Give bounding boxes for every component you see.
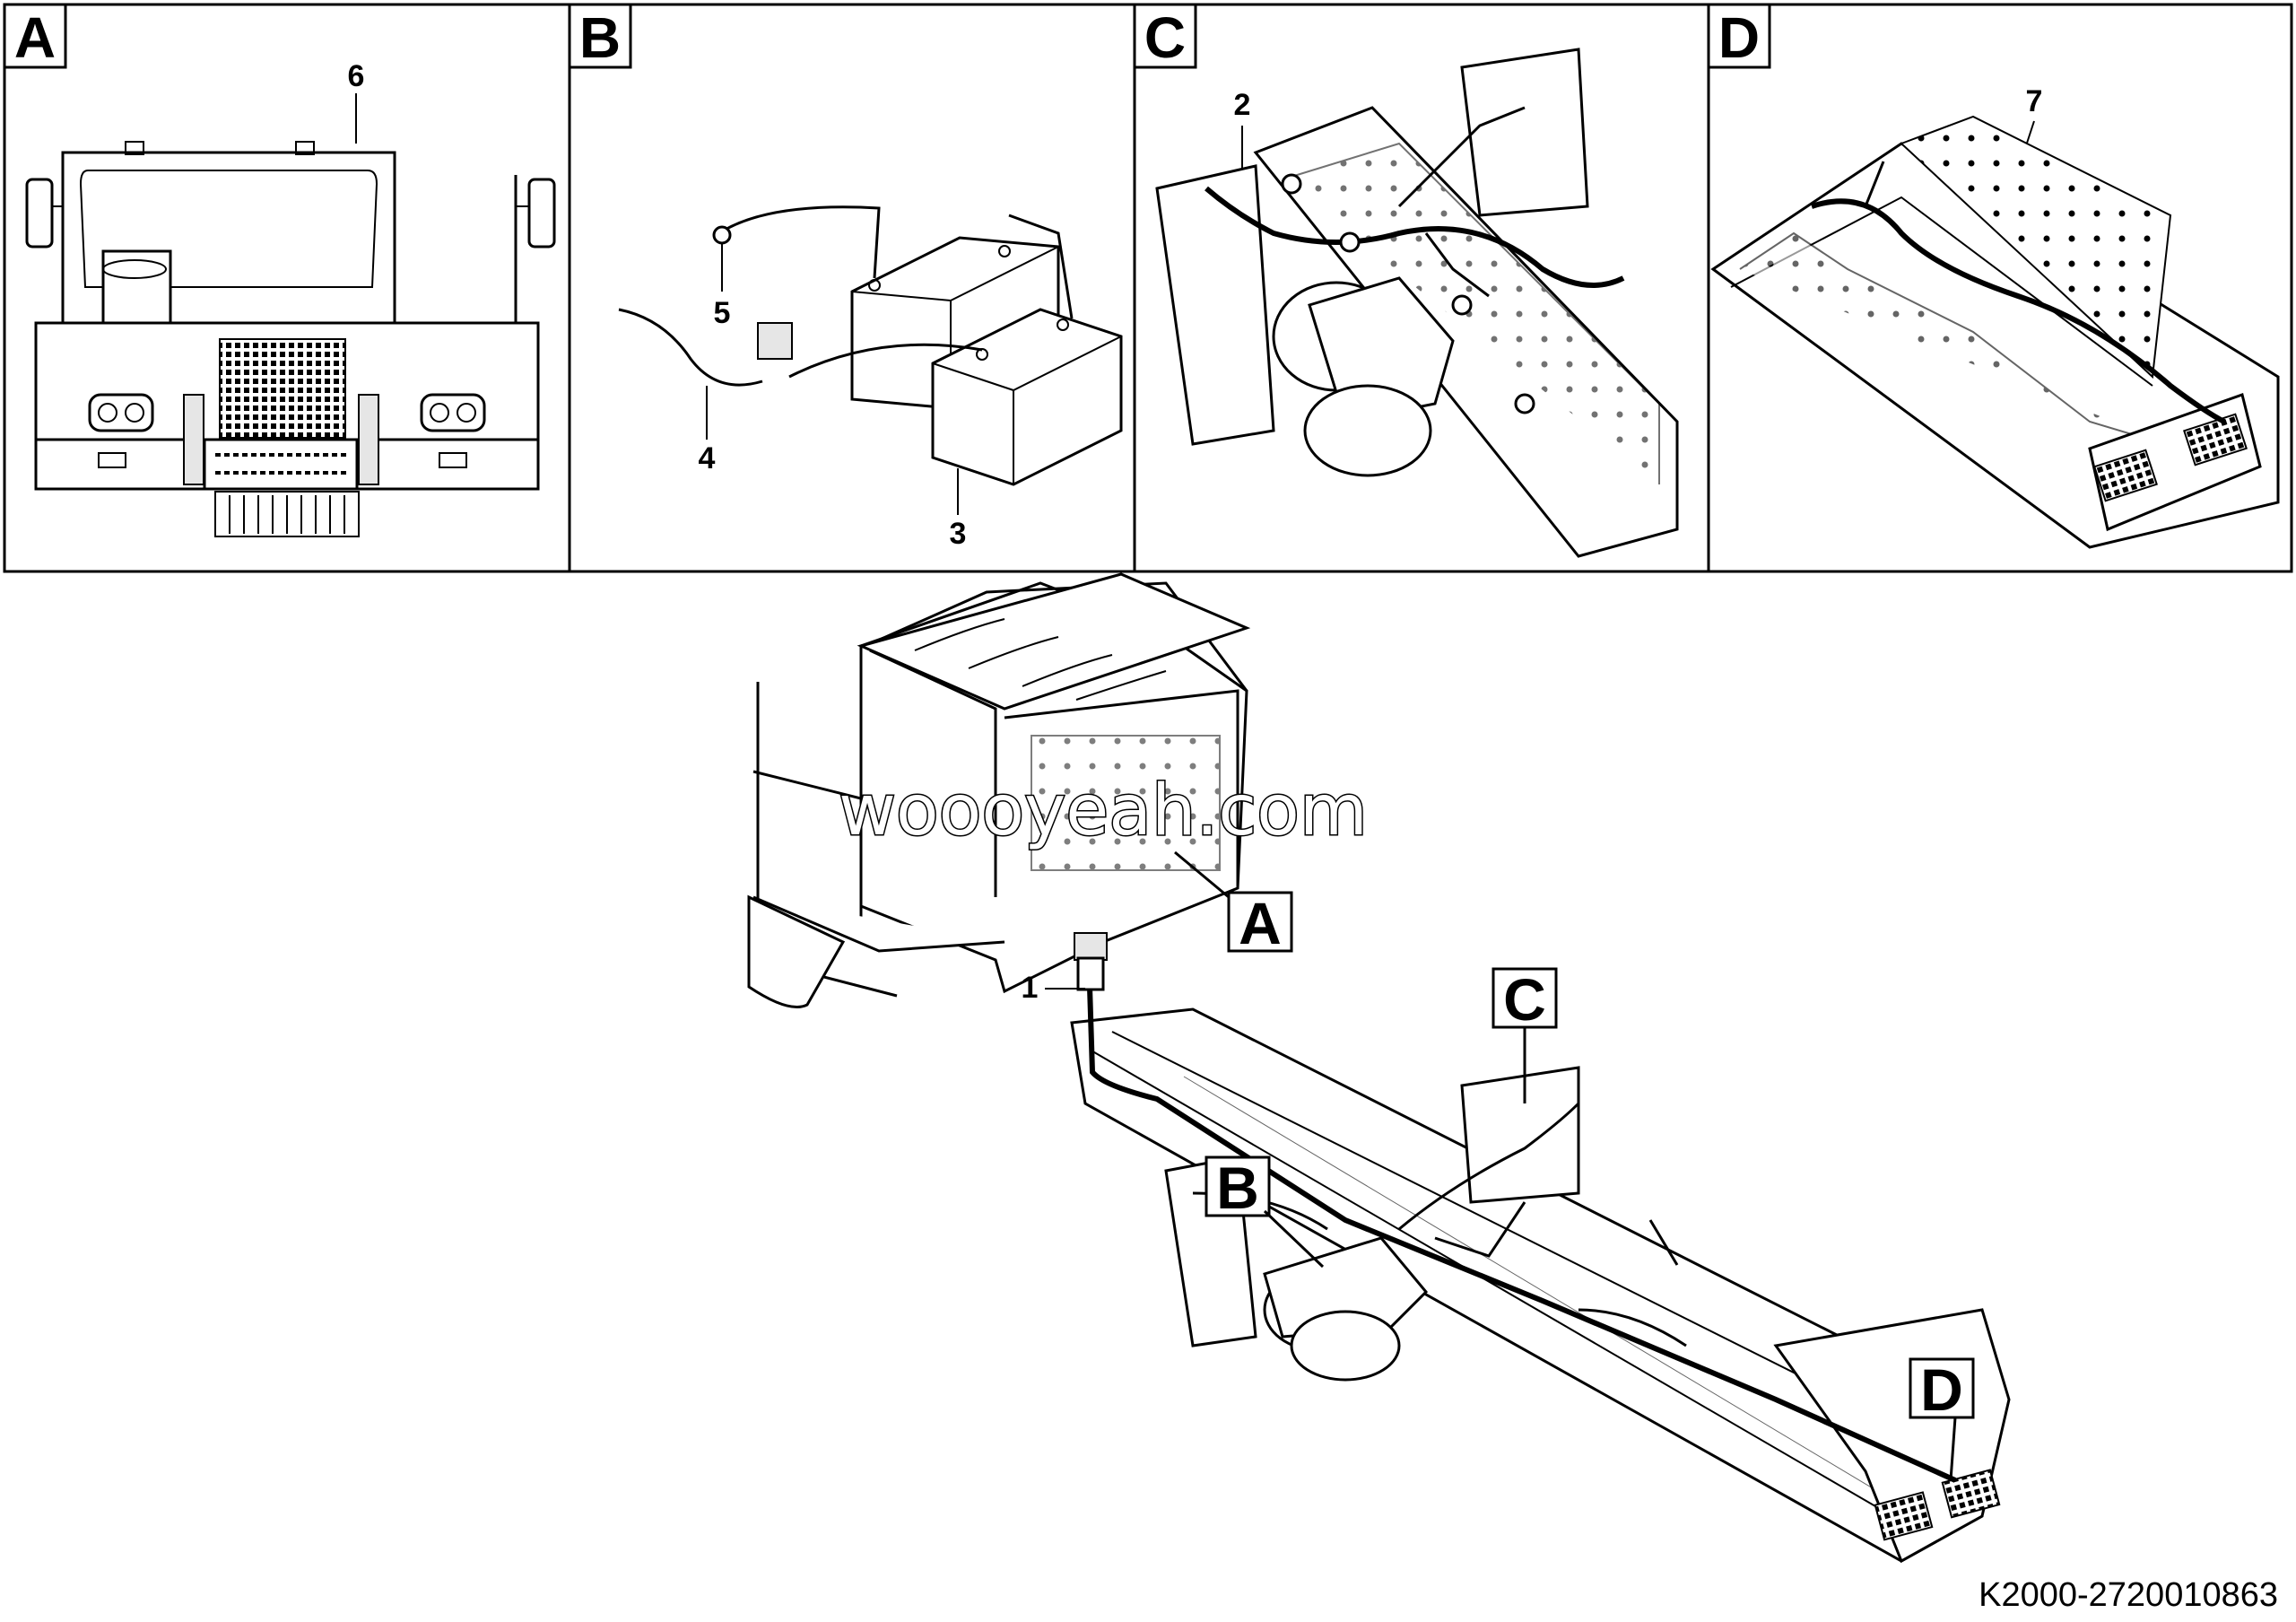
main-label-b: B: [1205, 1155, 1325, 1269]
watermark: woooyeah.com: [839, 771, 1368, 851]
label-c: C: [1503, 966, 1546, 1033]
panel-a-letter: A: [14, 5, 56, 70]
callout-1: 1: [1022, 971, 1039, 1005]
main-label-a: A: [1174, 850, 1293, 956]
main-label-d: D: [1909, 1356, 1975, 1481]
rear-frame-detail: [1710, 115, 2280, 549]
label-b: B: [1216, 1155, 1259, 1221]
panel-b: B 5 4 3: [568, 3, 1136, 573]
callout-3: 3: [950, 517, 967, 551]
label-a: A: [1239, 890, 1282, 956]
main-label-c: C: [1492, 966, 1558, 1103]
callout-5: 5: [714, 296, 731, 330]
callout-4: 4: [699, 441, 716, 475]
label-d: D: [1920, 1356, 1963, 1423]
panel-d-letter: D: [1718, 5, 1760, 70]
reference-code: K2000-2720010863: [1979, 1576, 2278, 1614]
callout-7: 7: [2026, 84, 2043, 118]
panel-c: C 2: [1133, 3, 1710, 573]
panel-c-letter: C: [1144, 5, 1186, 70]
callout-2: 2: [1234, 88, 1251, 122]
battery-assembly: [618, 205, 1123, 486]
callout-6: 6: [348, 59, 365, 93]
truck-front-view: [25, 141, 556, 537]
panel-d: D 7: [1707, 3, 2293, 573]
panel-a: A 6: [3, 3, 571, 573]
panel-b-letter: B: [579, 5, 621, 70]
main-chassis-view: [747, 572, 2011, 1564]
main-callout-1: 1: [1022, 971, 1085, 1005]
frame-harness-detail: [1155, 48, 1679, 558]
